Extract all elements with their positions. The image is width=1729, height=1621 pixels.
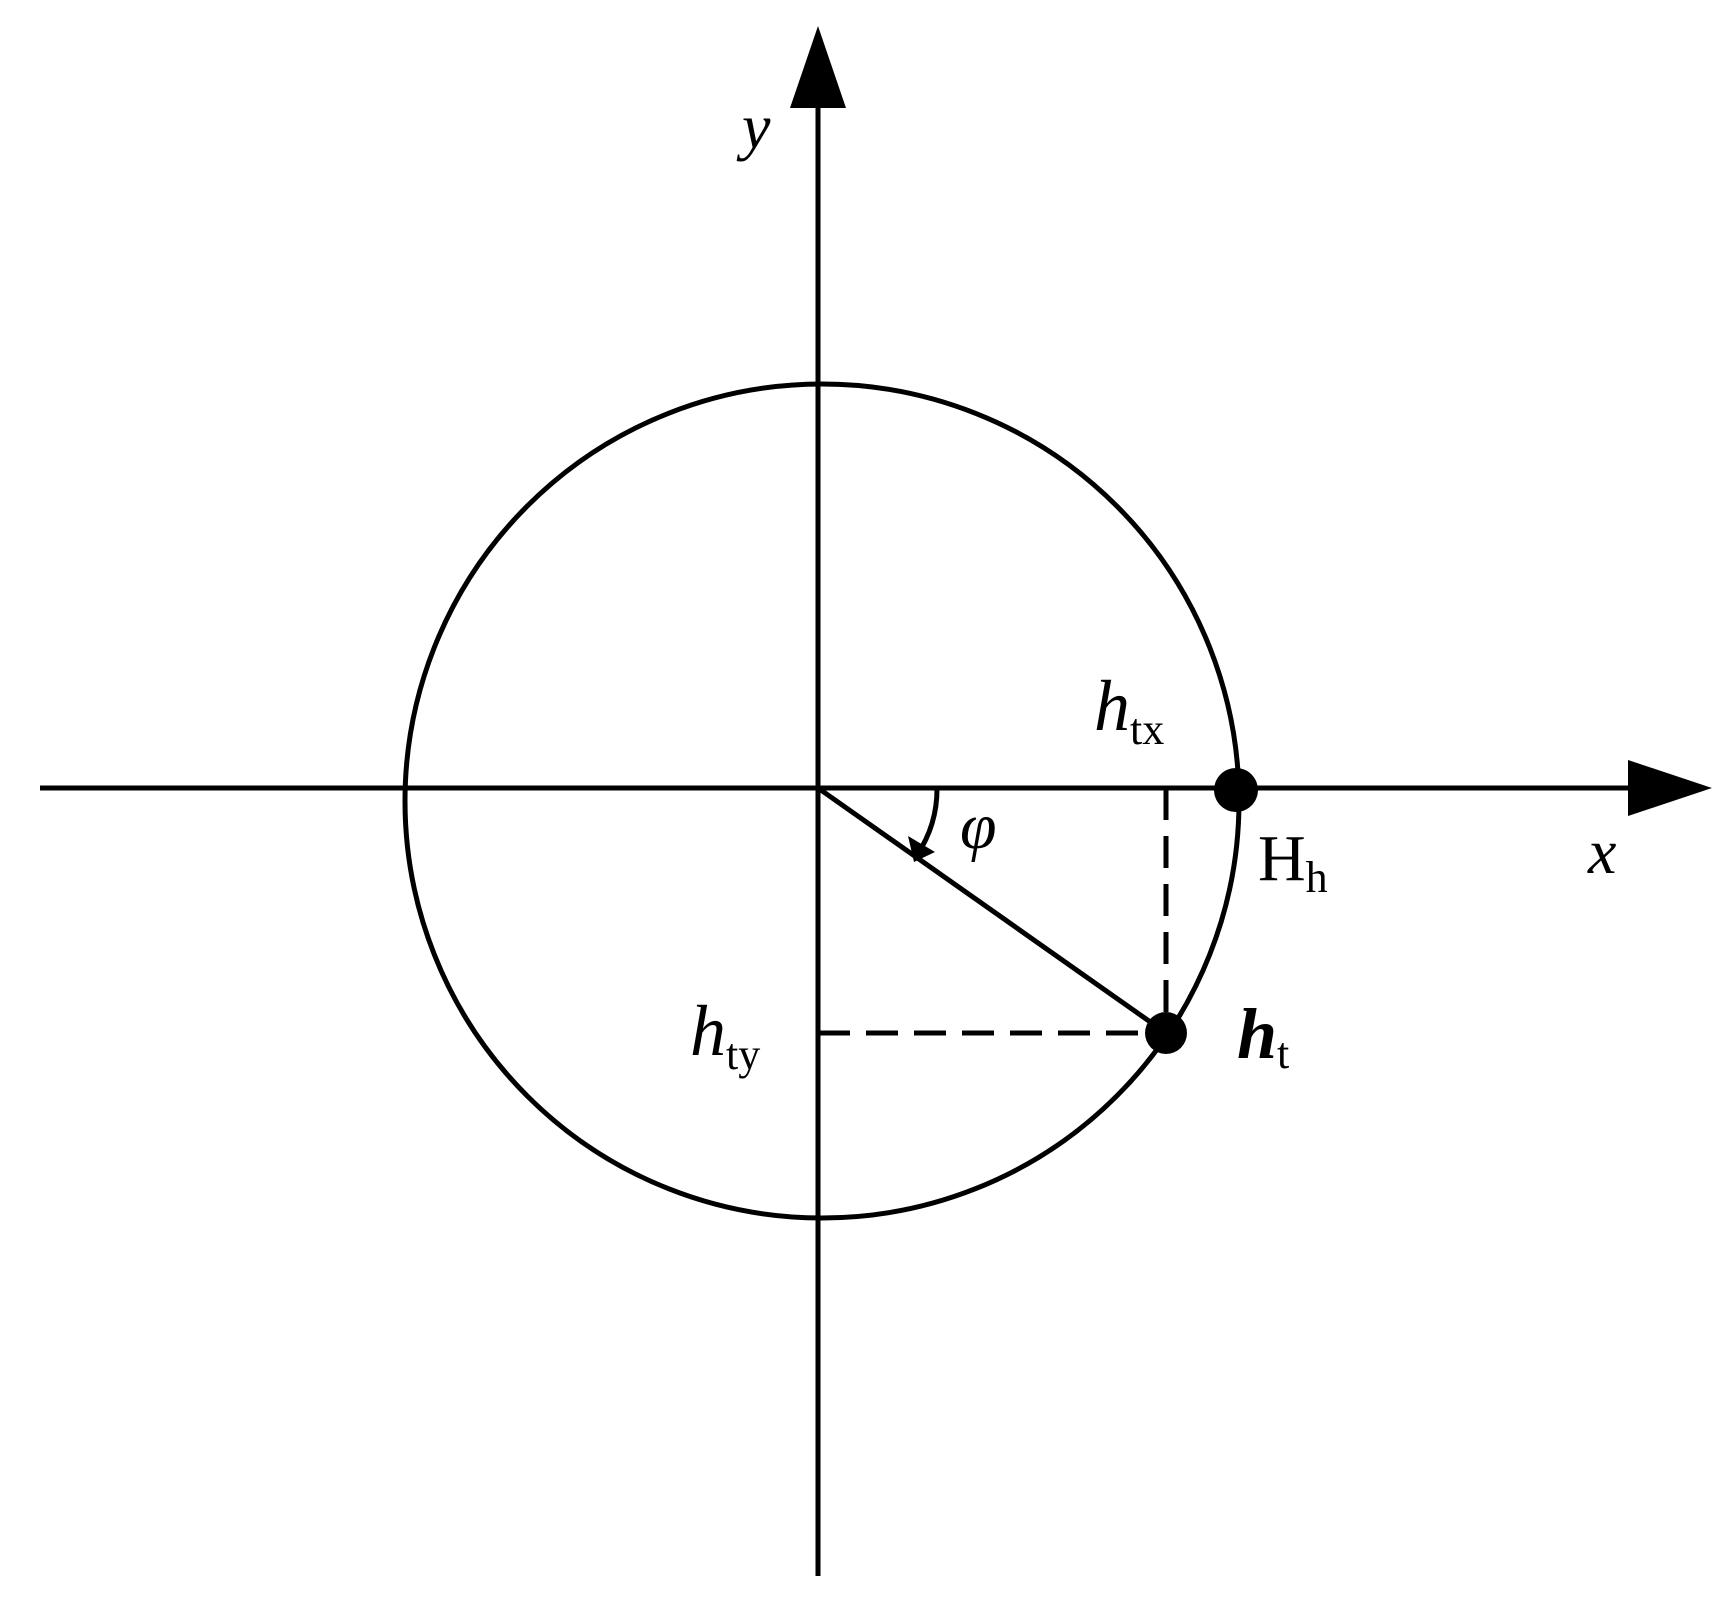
hty-label-main: h xyxy=(690,991,726,1071)
Hh-label-main: H xyxy=(1258,822,1306,895)
x-axis-arrowhead xyxy=(1628,760,1712,816)
y-axis-label: y xyxy=(736,91,771,162)
htx-label: htx xyxy=(1094,666,1164,754)
y-axis-arrowhead xyxy=(790,26,846,108)
point-ht xyxy=(1145,1012,1187,1054)
ht-label-sub: t xyxy=(1277,1029,1289,1078)
hty-label-sub: ty xyxy=(726,1030,760,1079)
ht-label: ht xyxy=(1237,994,1289,1078)
point-Hh xyxy=(1214,768,1258,812)
radius-line xyxy=(816,785,1168,1036)
Hh-label-sub: h xyxy=(1306,853,1328,902)
ht-label-main: h xyxy=(1237,994,1277,1074)
Hh-label: Hh xyxy=(1258,822,1328,902)
unit-circle xyxy=(402,381,1242,1221)
htx-label-main: h xyxy=(1094,666,1130,746)
angle-arrowhead xyxy=(908,836,935,862)
hty-label: hty xyxy=(690,991,760,1079)
x-axis-label: x xyxy=(1587,816,1616,887)
htx-label-sub: tx xyxy=(1130,705,1164,754)
phi-label: φ xyxy=(960,790,997,863)
